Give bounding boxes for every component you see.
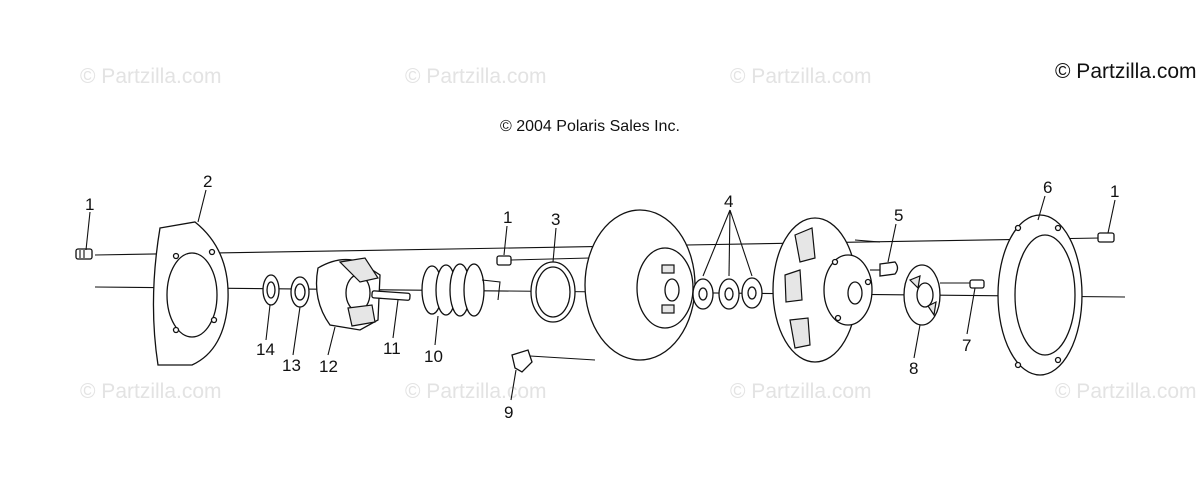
spring: [421, 263, 501, 317]
leader-line: [85, 211, 91, 251]
callout-11: 11: [383, 339, 401, 358]
leader-line: [197, 189, 207, 223]
watermark: © Partzilla.com: [405, 65, 547, 88]
callout-1: 1: [85, 195, 94, 214]
leader-line: [887, 223, 897, 263]
leader-line: [327, 326, 336, 356]
callout-9: 9: [504, 403, 513, 422]
callout-14: 14: [256, 340, 275, 359]
callout-3: 3: [551, 210, 560, 229]
callout-1: 1: [1110, 182, 1119, 201]
washer: [290, 276, 310, 308]
callout-1: 1: [503, 208, 512, 227]
callout-13: 13: [282, 356, 301, 375]
callout-4: 4: [724, 192, 733, 211]
watermark: © Partzilla.com: [730, 65, 872, 88]
leader-line: [503, 225, 508, 256]
plate-left: [152, 221, 229, 366]
watermark: © Partzilla.com: [730, 380, 872, 403]
leader-line: [292, 306, 301, 356]
leader-line: [265, 304, 271, 341]
movable-sheave: [772, 217, 873, 363]
pin: [511, 349, 596, 373]
callout-2: 2: [203, 172, 212, 191]
watermark: © Partzilla.com: [80, 65, 222, 88]
button: [854, 239, 899, 277]
cover-right: [997, 214, 1083, 376]
stationary-sheave: [584, 209, 696, 361]
helix-cam: [315, 257, 381, 331]
callout-5: 5: [894, 206, 903, 225]
bolt-right: [1097, 232, 1115, 243]
screw: [940, 279, 985, 289]
snap-ring: [262, 274, 280, 306]
leader-line: [434, 315, 439, 346]
bolt-left: [75, 248, 93, 260]
leader-line: [1107, 199, 1116, 234]
leader-line: [552, 227, 557, 263]
leader-line: [392, 299, 399, 339]
callout-8: 8: [909, 359, 918, 378]
watermark-dark: © Partzilla.com: [1055, 60, 1197, 83]
leader-line: [1037, 195, 1046, 221]
callout-12: 12: [319, 357, 338, 376]
callout-10: 10: [424, 347, 443, 366]
watermark: © Partzilla.com: [80, 380, 222, 403]
retainer-plate: [903, 264, 941, 326]
shim-washers: [692, 209, 763, 310]
key: [371, 290, 411, 301]
bolt-middle: [496, 255, 591, 266]
callout-7: 7: [962, 336, 971, 355]
leader-line: [510, 369, 517, 401]
watermark: © Partzilla.com: [1055, 380, 1197, 403]
callout-6: 6: [1043, 178, 1052, 197]
bushing: [530, 261, 576, 323]
leader-line: [913, 324, 921, 359]
leader-line: [966, 287, 976, 335]
copyright-notice: © 2004 Polaris Sales Inc.: [500, 118, 680, 135]
